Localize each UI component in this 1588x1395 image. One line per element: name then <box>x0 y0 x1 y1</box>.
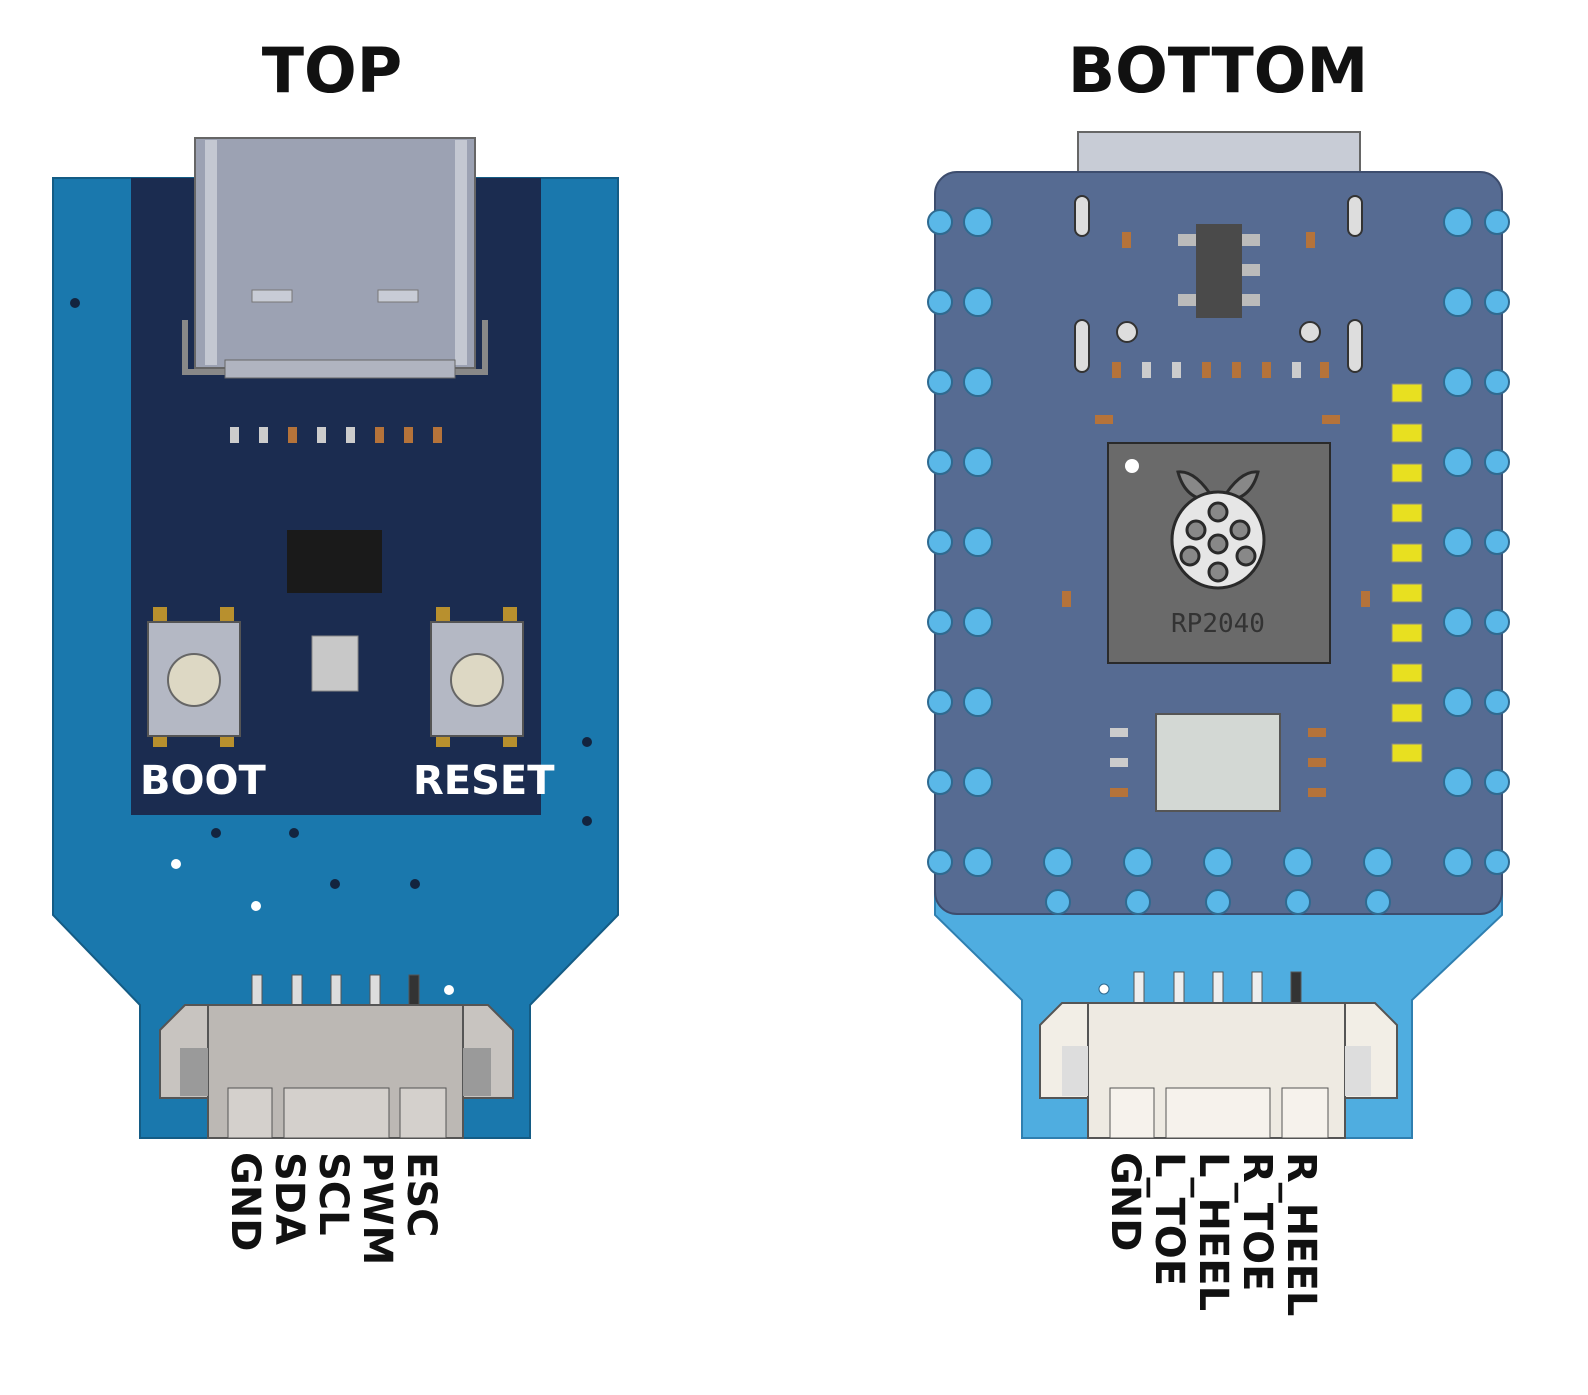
boot-button[interactable] <box>147 607 241 747</box>
raspberry-pi-logo-icon <box>1170 470 1266 590</box>
via <box>1098 983 1110 995</box>
usb-c-connector <box>182 137 488 379</box>
pin-label-r-heel: R_HEEL <box>1278 1152 1324 1316</box>
ic-chip <box>287 530 382 593</box>
top-jst-connector <box>159 974 514 1139</box>
chip-label: RP2040 <box>1171 609 1265 639</box>
pin-label-sda: SDA <box>266 1152 312 1245</box>
pin-label-r-toe: R_TOE <box>1234 1152 1280 1291</box>
sensor-component <box>311 635 359 692</box>
pin-label-l-heel: L_HEEL <box>1190 1152 1236 1311</box>
pin-label-pwm: PWM <box>354 1152 400 1265</box>
smd-components <box>230 427 442 443</box>
reset-button[interactable] <box>430 607 524 747</box>
reset-label: RESET <box>413 758 555 804</box>
usb-c-connector-bottom <box>1077 131 1361 178</box>
rp2040-chip: RP2040 <box>1107 442 1331 664</box>
castellated-holes <box>927 207 1510 915</box>
pin-label-esc: ESC <box>398 1152 444 1238</box>
bottom-title: BOTTOM <box>1068 34 1368 107</box>
smd-components-bottom <box>1062 232 1370 797</box>
top-pin-labels: GND SDA SCL PWM ESC <box>222 1152 444 1265</box>
test-pads <box>1391 383 1423 763</box>
vias <box>70 298 592 995</box>
top-view: TOP <box>52 34 619 1265</box>
bottom-jst-connector <box>1039 971 1398 1139</box>
pin-label-gnd: GND <box>222 1152 268 1252</box>
bottom-view: BOTTOM <box>927 34 1510 1316</box>
mounting-slots <box>1074 195 1363 373</box>
pin-label-scl: SCL <box>310 1152 356 1236</box>
top-title: TOP <box>262 34 402 107</box>
pin-label-l-toe: L_TOE <box>1146 1152 1192 1286</box>
voltage-regulator <box>1178 224 1260 318</box>
boot-label: BOOT <box>140 758 266 804</box>
flash-chip <box>1155 713 1281 812</box>
pin-label-gnd: GND <box>1102 1152 1148 1252</box>
bottom-pin-labels: GND L_TOE L_HEEL R_TOE R_HEEL <box>1102 1152 1324 1316</box>
